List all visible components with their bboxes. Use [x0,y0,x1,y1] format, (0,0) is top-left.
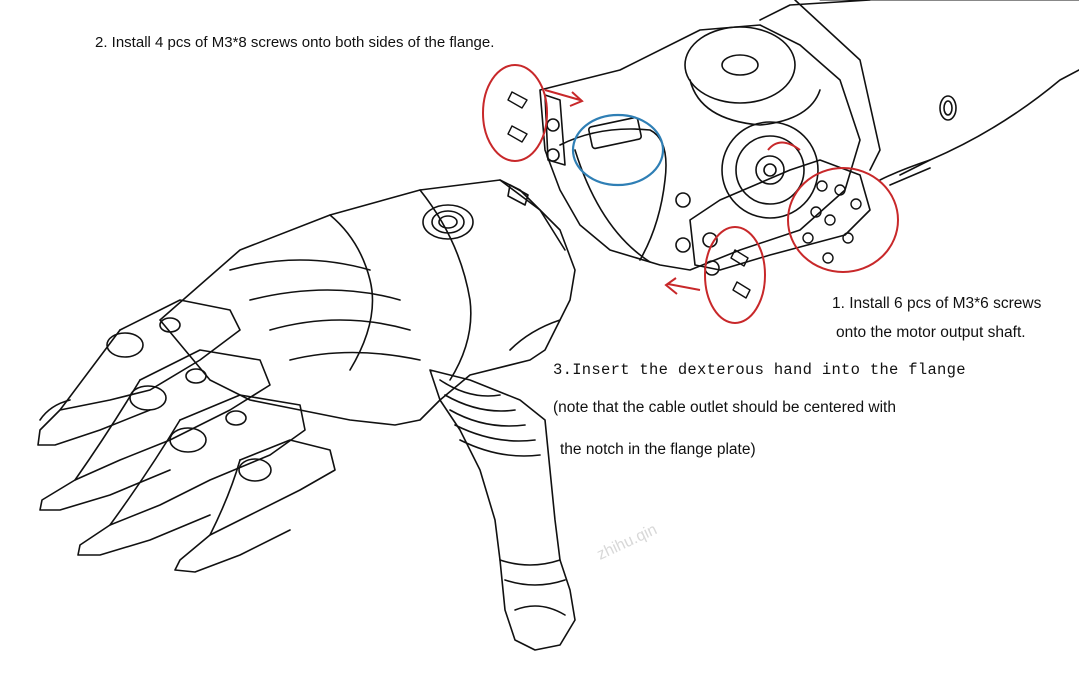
arrow-left-icon [664,277,701,295]
hand-palm [159,179,576,426]
forearm [759,0,1079,186]
finger-ring [77,394,306,556]
cable-notch-circle [571,113,665,187]
watermark: zhihu.qin [595,521,660,563]
finger-middle [39,349,271,511]
step2-instruction: 2. Install 4 pcs of M3*8 screws onto bot… [95,34,495,51]
wrist-motor-assembly [507,24,871,299]
finger-little [174,439,336,573]
step1-instruction-line2: onto the motor output shaft. [836,324,1026,341]
step3-instruction-line2: (note that the cable outlet should be ce… [553,399,896,416]
step1-instruction-line1: 1. Install 6 pcs of M3*6 screws [832,295,1042,312]
thumb [429,369,576,651]
side-screws-circle [704,226,766,324]
finger-index [37,299,241,446]
arrow-right-icon [544,89,584,107]
screw-highlights [482,64,899,324]
rotate-arrow-icon [767,141,801,151]
motor-screws-circle [787,167,899,273]
step3-instruction-line1: 3.Insert the dexterous hand into the fla… [553,361,966,379]
flange-screws-circle [482,64,548,162]
step3-instruction-line3: the notch in the flange plate) [560,441,756,458]
